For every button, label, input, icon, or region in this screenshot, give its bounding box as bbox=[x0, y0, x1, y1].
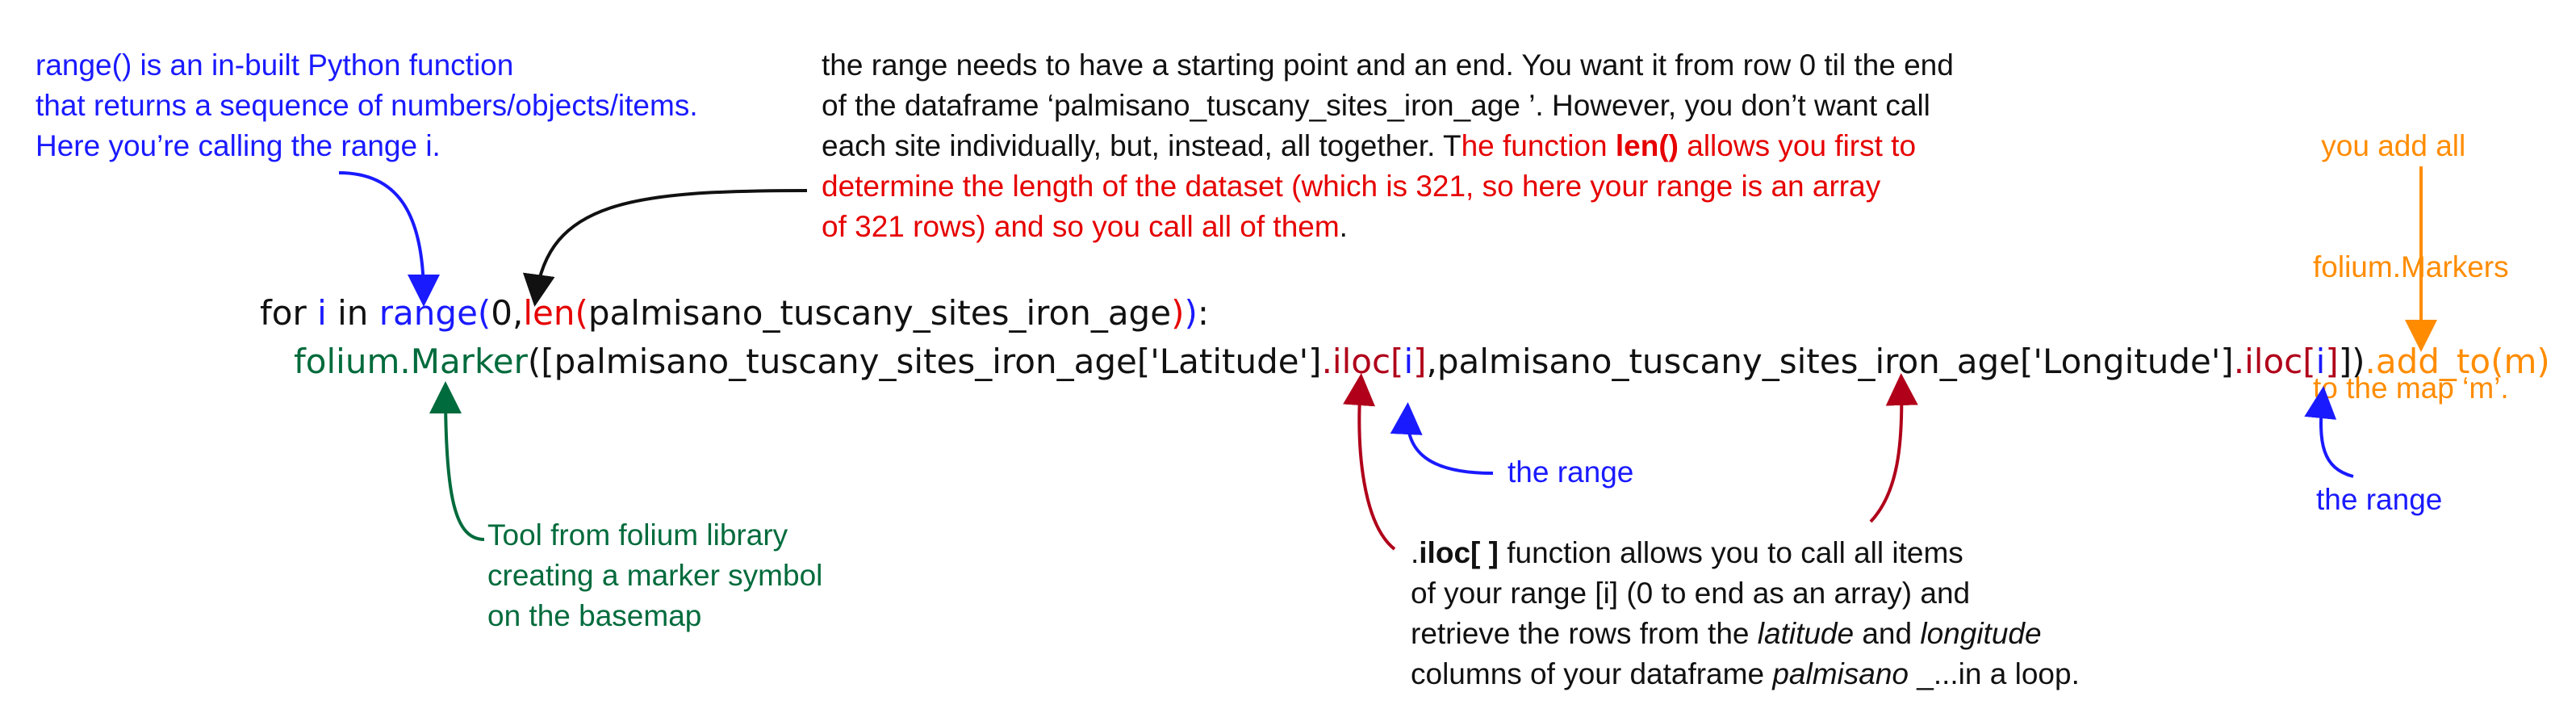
iloc-note-text: _...in a loop. bbox=[1908, 657, 2080, 690]
add-to-note-line: folium.Markers bbox=[2313, 250, 2509, 283]
iloc-note-line: retrieve the rows from the latitude and … bbox=[1411, 614, 2080, 654]
longitude-term: longitude bbox=[1920, 617, 2042, 650]
len-note-red-text: he function bbox=[1461, 129, 1616, 162]
len-arrow bbox=[522, 189, 808, 307]
range-note-line: range() is an in-built Python function bbox=[36, 48, 514, 82]
len-function-label: len() bbox=[1615, 129, 1679, 162]
range-function: range( bbox=[378, 293, 491, 333]
len-function: len( bbox=[523, 293, 588, 333]
loop-variable: i bbox=[317, 293, 327, 333]
marker-function: folium.Marker bbox=[294, 342, 528, 381]
code-line-1: for i in range(0,len(palmisano_tuscany_s… bbox=[260, 289, 1209, 338]
len-note-text: each site individually, but, instead, al… bbox=[822, 129, 1462, 162]
range-note-line: that returns a sequence of numbers/objec… bbox=[36, 89, 698, 122]
range-index-2: i bbox=[2315, 342, 2326, 381]
add-to-method: .add_to(m) bbox=[2365, 342, 2550, 381]
close-list: ]) bbox=[2338, 342, 2365, 381]
open-bracket: ([ bbox=[527, 342, 554, 381]
comma: , bbox=[1426, 342, 1437, 381]
dataframe-term: palmisano bbox=[1772, 657, 1909, 690]
range-arrow-1 bbox=[1390, 402, 1494, 475]
range-start: 0, bbox=[491, 293, 524, 333]
marker-note-line: Tool from folium library bbox=[487, 518, 788, 552]
marker-note-line: on the basemap bbox=[487, 599, 702, 632]
len-close-paren: ) bbox=[1171, 293, 1185, 333]
range-note: range() is an in-built Python function t… bbox=[36, 45, 698, 166]
iloc-note-line: columns of your dataframe palmisano _...… bbox=[1411, 654, 2080, 694]
range-close-paren: ) bbox=[1184, 293, 1198, 333]
range-note-line: Here you’re calling the range i. bbox=[36, 129, 441, 162]
code-line-2: folium.Marker([palmisano_tuscany_sites_i… bbox=[294, 338, 2550, 386]
iloc-arrow-latitude bbox=[1343, 373, 1396, 551]
len-note-line: determine the length of the dataset (whi… bbox=[822, 170, 1881, 203]
iloc-note: .iloc[ ] function allows you to call all… bbox=[1411, 533, 2080, 694]
marker-arrow bbox=[429, 381, 485, 541]
range-label-1: the range bbox=[1508, 455, 1634, 489]
len-note-line: the range needs to have a starting point… bbox=[822, 48, 1954, 82]
len-note-line: of 321 rows) and so you call all of them… bbox=[822, 207, 1954, 247]
range-label-2: the range bbox=[2316, 483, 2443, 516]
len-note-red-text: of 321 rows) and so you call all of them bbox=[822, 210, 1340, 243]
len-note: the range needs to have a starting point… bbox=[822, 45, 1954, 247]
colon: : bbox=[1197, 293, 1209, 333]
iloc-note-line: .iloc[ ] function allows you to call all… bbox=[1411, 533, 2080, 573]
iloc-close-1: ] bbox=[1413, 342, 1427, 381]
iloc-latitude: .iloc[ bbox=[1321, 342, 1404, 381]
for-keyword: for bbox=[260, 293, 318, 333]
iloc-note-text: . bbox=[1411, 536, 1420, 569]
iloc-note-text: and bbox=[1854, 617, 1921, 650]
latitude-term: latitude bbox=[1757, 617, 1855, 650]
iloc-close-2: ] bbox=[2325, 342, 2339, 381]
len-note-line: each site individually, but, instead, al… bbox=[822, 126, 1954, 166]
marker-note-line: creating a marker symbol bbox=[487, 559, 823, 592]
marker-note: Tool from folium library creating a mark… bbox=[487, 515, 822, 636]
range-index-1: i bbox=[1403, 342, 1414, 381]
add-to-note: you add all folium.Markers to the map ‘m… bbox=[2313, 45, 2509, 449]
len-note-line: of the dataframe ‘palmisano_tuscany_site… bbox=[822, 89, 1930, 122]
dataframe-name: palmisano_tuscany_sites_iron_age bbox=[588, 293, 1172, 333]
iloc-note-line: of your range [i] (0 to end as an array)… bbox=[1411, 577, 1971, 610]
longitude-column: palmisano_tuscany_sites_iron_age['Longit… bbox=[1436, 342, 2234, 381]
in-keyword: in bbox=[326, 293, 379, 333]
iloc-note-text: retrieve the rows from the bbox=[1411, 617, 1758, 650]
len-note-red-text: allows you first to bbox=[1678, 129, 1917, 162]
iloc-arrow-longitude bbox=[1869, 373, 1918, 523]
iloc-note-text: function allows you to call all items bbox=[1498, 536, 1963, 569]
iloc-longitude: .iloc[ bbox=[2233, 342, 2316, 381]
len-note-text: . bbox=[1339, 210, 1348, 243]
add-to-note-line: you add all bbox=[2313, 129, 2466, 162]
iloc-function-label: iloc[ ] bbox=[1419, 536, 1499, 569]
range-arrow bbox=[338, 171, 440, 307]
iloc-note-text: columns of your dataframe bbox=[1411, 657, 1773, 690]
latitude-column: palmisano_tuscany_sites_iron_age['Latitu… bbox=[554, 342, 1322, 381]
